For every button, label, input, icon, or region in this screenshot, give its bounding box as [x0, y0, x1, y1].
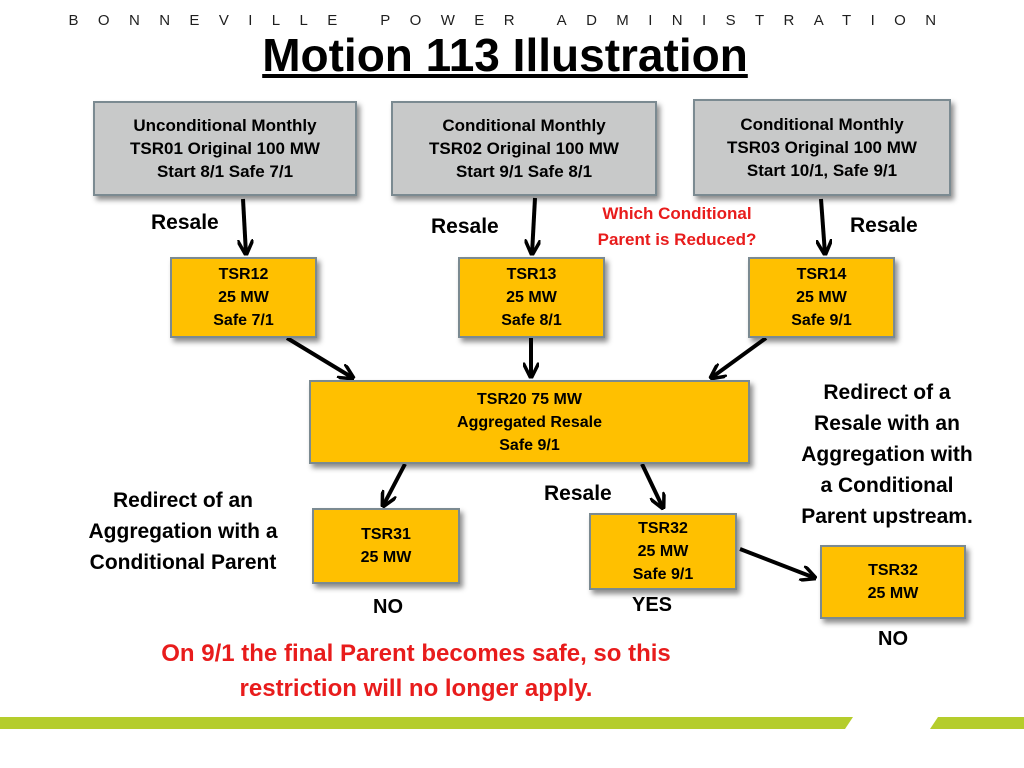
- arrow-tsr01-to-tsr12: [243, 198, 246, 254]
- arrow-tsr02-to-tsr13: [532, 197, 535, 254]
- footer-stripe-left: [0, 717, 853, 729]
- footer-note: On 9/1 the final Parent becomes safe, so…: [161, 640, 671, 702]
- tsr20-aggregate-box: TSR20 75 MW Aggregated Resale Safe 9/1: [309, 380, 750, 464]
- resale-label-3: Resale: [850, 214, 918, 237]
- conditional-parent-question: Which Conditional Parent is Reduced?: [597, 204, 757, 249]
- outcome-yes-tsr32: YES: [632, 594, 673, 616]
- outcome-no-tsr32-redirect: NO: [878, 628, 908, 650]
- arrow-tsr03-to-tsr14: [821, 198, 825, 254]
- tsr02-parent-box: Conditional Monthly TSR02 Original 100 M…: [391, 101, 657, 196]
- tsr12-resale-box: TSR12 25 MW Safe 7/1: [170, 257, 317, 338]
- redirect-note-left: Redirect of an Aggregation with a Condit…: [88, 489, 278, 574]
- outcome-no-tsr31: NO: [373, 596, 403, 618]
- arrow-tsr12-to-tsr20: [285, 336, 353, 378]
- tsr13-resale-box: TSR13 25 MW Safe 8/1: [458, 257, 605, 338]
- arrow-tsr20-to-tsr32: [640, 463, 663, 508]
- resale-label-4: Resale: [544, 482, 612, 505]
- resale-label-2: Resale: [431, 215, 499, 238]
- tsr03-parent-box: Conditional Monthly TSR03 Original 100 M…: [693, 99, 951, 196]
- resale-label-1: Resale: [151, 211, 219, 234]
- org-name-header: BONNEVILLE POWER ADMINISTRATION: [68, 12, 956, 29]
- arrow-tsr32-to-tsr32-redirect: [739, 547, 815, 578]
- footer-stripe-right: [930, 717, 1024, 729]
- slide-title: Motion 113 Illustration: [262, 29, 748, 81]
- arrow-tsr20-to-tsr31: [383, 463, 407, 506]
- arrow-tsr14-to-tsr20: [711, 336, 768, 378]
- tsr31-redirect-box: TSR31 25 MW: [312, 508, 460, 584]
- tsr01-parent-box: Unconditional Monthly TSR01 Original 100…: [93, 101, 357, 196]
- tsr32-redirect-box: TSR32 25 MW: [820, 545, 966, 619]
- redirect-note-right: Redirect of a Resale with an Aggregation…: [801, 381, 973, 528]
- tsr14-resale-box: TSR14 25 MW Safe 9/1: [748, 257, 895, 338]
- tsr32-resale-box: TSR32 25 MW Safe 9/1: [589, 513, 737, 590]
